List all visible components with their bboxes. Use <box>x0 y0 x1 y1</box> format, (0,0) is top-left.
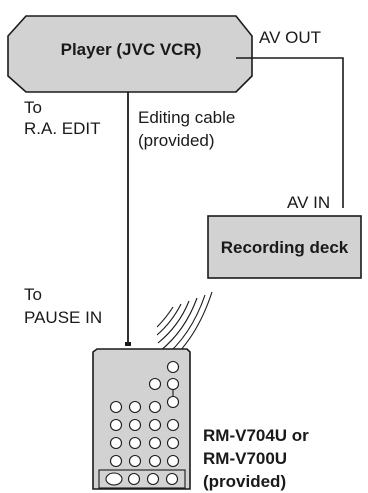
remote-model-line2: RM-V700U <box>203 449 287 468</box>
remote-bottom-panel <box>98 469 186 489</box>
av-cable <box>236 57 344 208</box>
remote-model-line1: RM-V704U or <box>203 426 309 445</box>
player-label: Player (JVC VCR) <box>61 40 202 59</box>
to-pause-in-line1: To <box>24 285 42 304</box>
av-in-label: AV IN <box>287 193 330 212</box>
remote-model-line3: (provided) <box>203 472 286 491</box>
to-pause-in-line2: PAUSE IN <box>24 308 102 327</box>
cable-label-line2: (provided) <box>138 131 215 150</box>
to-ra-edit-line1: To <box>24 98 42 117</box>
to-ra-edit-line2: R.A. EDIT <box>24 119 101 138</box>
recording-deck-label: Recording deck <box>221 238 349 257</box>
recording-deck-box: Recording deck <box>207 215 362 279</box>
player-box: Player (JVC VCR) <box>7 15 253 93</box>
cable-label-line1: Editing cable <box>138 108 235 127</box>
av-out-label: AV OUT <box>259 28 321 47</box>
cable-plug <box>125 342 131 346</box>
remote-buttons <box>109 360 180 468</box>
remote-control <box>92 348 191 490</box>
infrared-signal-waves <box>156 291 213 367</box>
remote-bottom-buttons <box>105 472 179 486</box>
